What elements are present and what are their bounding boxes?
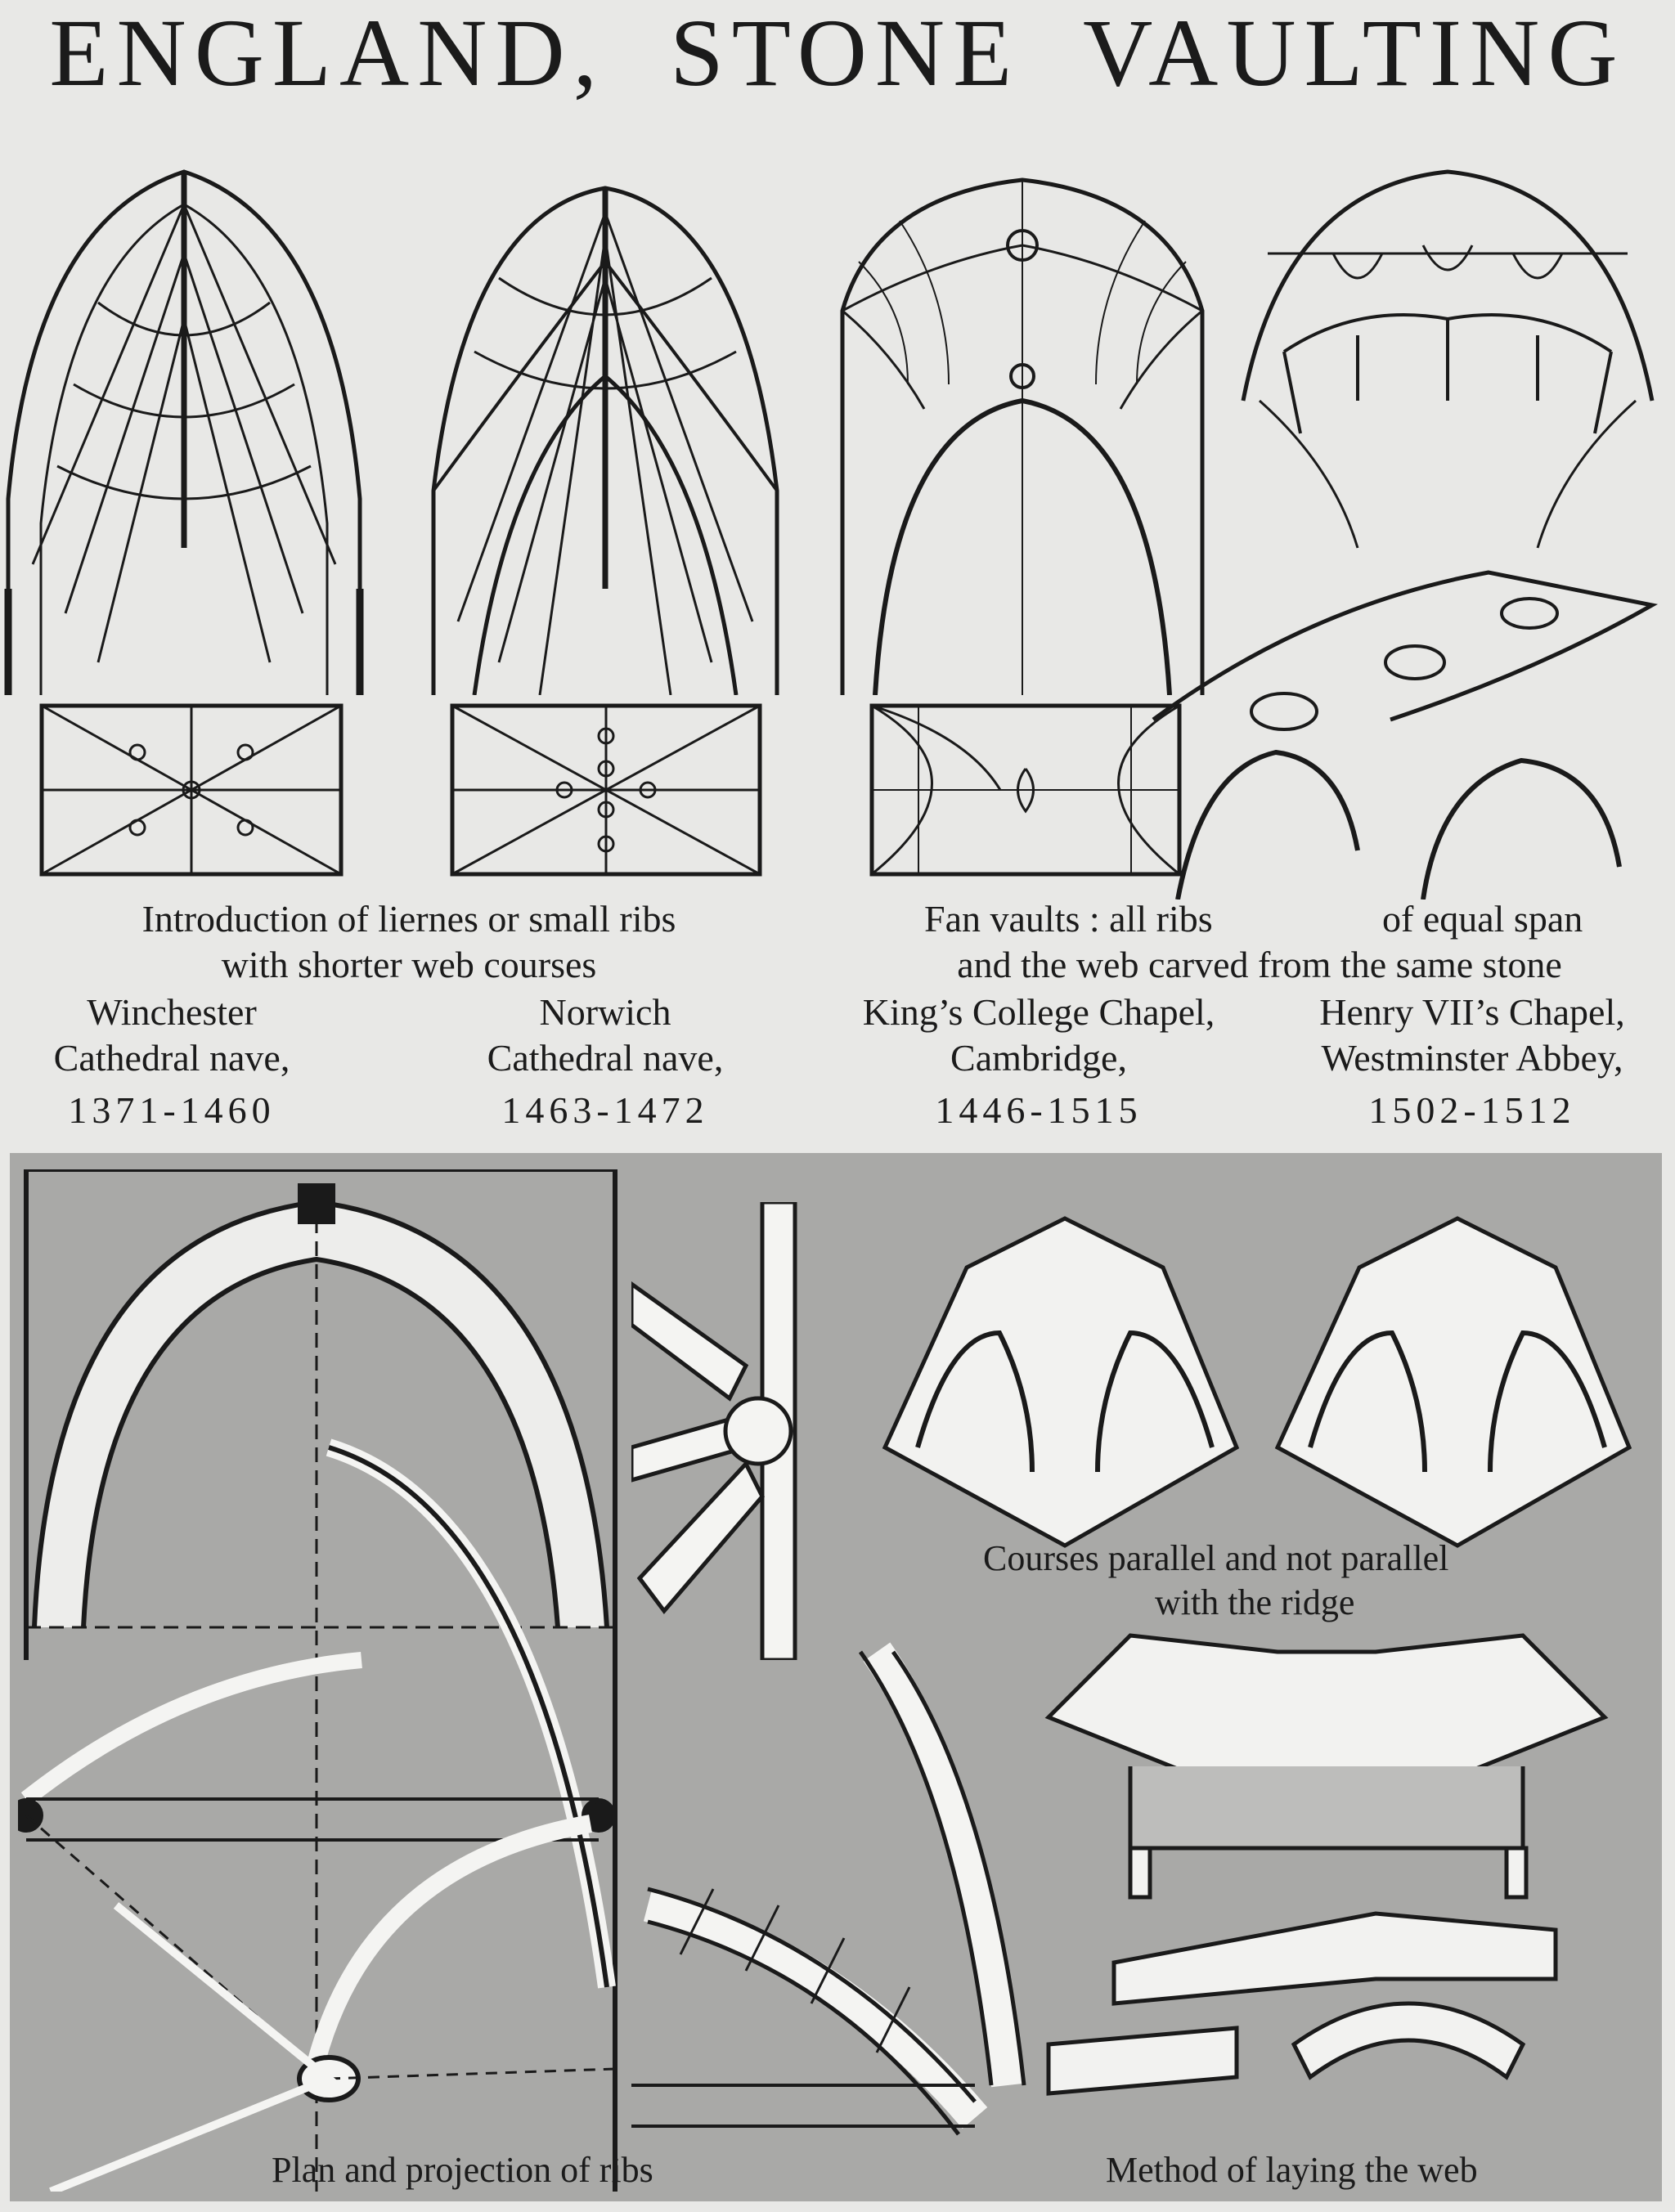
plan-caption: Plan and projection of ribs bbox=[272, 2150, 653, 2190]
vault-name-norwich: Norwich bbox=[539, 991, 671, 1033]
kings-college-plan bbox=[869, 703, 1182, 877]
winchester-plan bbox=[39, 703, 344, 877]
fan-caption-line1b: of equal span bbox=[1382, 898, 1583, 940]
kings-college-vault-illustration bbox=[840, 177, 1205, 695]
vault-dates-henry-vii: 1502-1512 bbox=[1368, 1089, 1576, 1131]
vault-detail-henry-vii: Westminster Abbey, bbox=[1321, 1037, 1623, 1079]
method-caption: Method of laying the web bbox=[1106, 2150, 1478, 2190]
vault-detail-kings-college: Cambridge, bbox=[950, 1037, 1127, 1079]
vault-detail-norwich: Cathedral nave, bbox=[487, 1037, 724, 1079]
vault-dates-kings-college: 1446-1515 bbox=[935, 1089, 1143, 1131]
liernes-caption-line2: with shorter web courses bbox=[221, 944, 597, 985]
courses-caption-line2: with the ridge bbox=[1155, 1582, 1355, 1622]
vault-name-henry-vii: Henry VII’s Chapel, bbox=[1319, 991, 1625, 1033]
vault-detail-winchester: Cathedral nave, bbox=[53, 1037, 290, 1079]
norwich-vault-illustration bbox=[431, 186, 779, 695]
vault-name-winchester: Winchester bbox=[87, 991, 257, 1033]
vault-dates-norwich: 1463-1472 bbox=[501, 1089, 709, 1131]
henry-vii-vault-cutaway bbox=[1152, 570, 1659, 900]
winchester-vault-illustration bbox=[4, 169, 364, 695]
courses-vault-models bbox=[882, 1216, 1632, 1548]
construction-panel: Courses parallel and not parallel with t… bbox=[10, 1153, 1662, 2201]
courses-caption-line1: Courses parallel and not parallel bbox=[983, 1538, 1449, 1578]
liernes-caption-line1: Introduction of liernes or small ribs bbox=[141, 898, 676, 940]
vault-dates-winchester: 1371-1460 bbox=[68, 1089, 276, 1131]
norwich-plan bbox=[450, 703, 762, 877]
vault-name-kings-college: King’s College Chapel, bbox=[862, 991, 1215, 1033]
rib-junction-section bbox=[631, 1202, 797, 1660]
henry-vii-vault-illustration bbox=[1241, 169, 1655, 549]
rib-projection-drawing bbox=[18, 1169, 617, 2192]
laying-the-web-drawing bbox=[1044, 1633, 1609, 2096]
fan-caption-line2: and the web carved from the same stone bbox=[957, 944, 1562, 985]
fan-caption-line1: Fan vaults : all ribs bbox=[924, 898, 1213, 940]
page-title: ENGLAND, STONE VAULTING bbox=[49, 0, 1626, 106]
rib-template-drawing bbox=[631, 1642, 1026, 2136]
